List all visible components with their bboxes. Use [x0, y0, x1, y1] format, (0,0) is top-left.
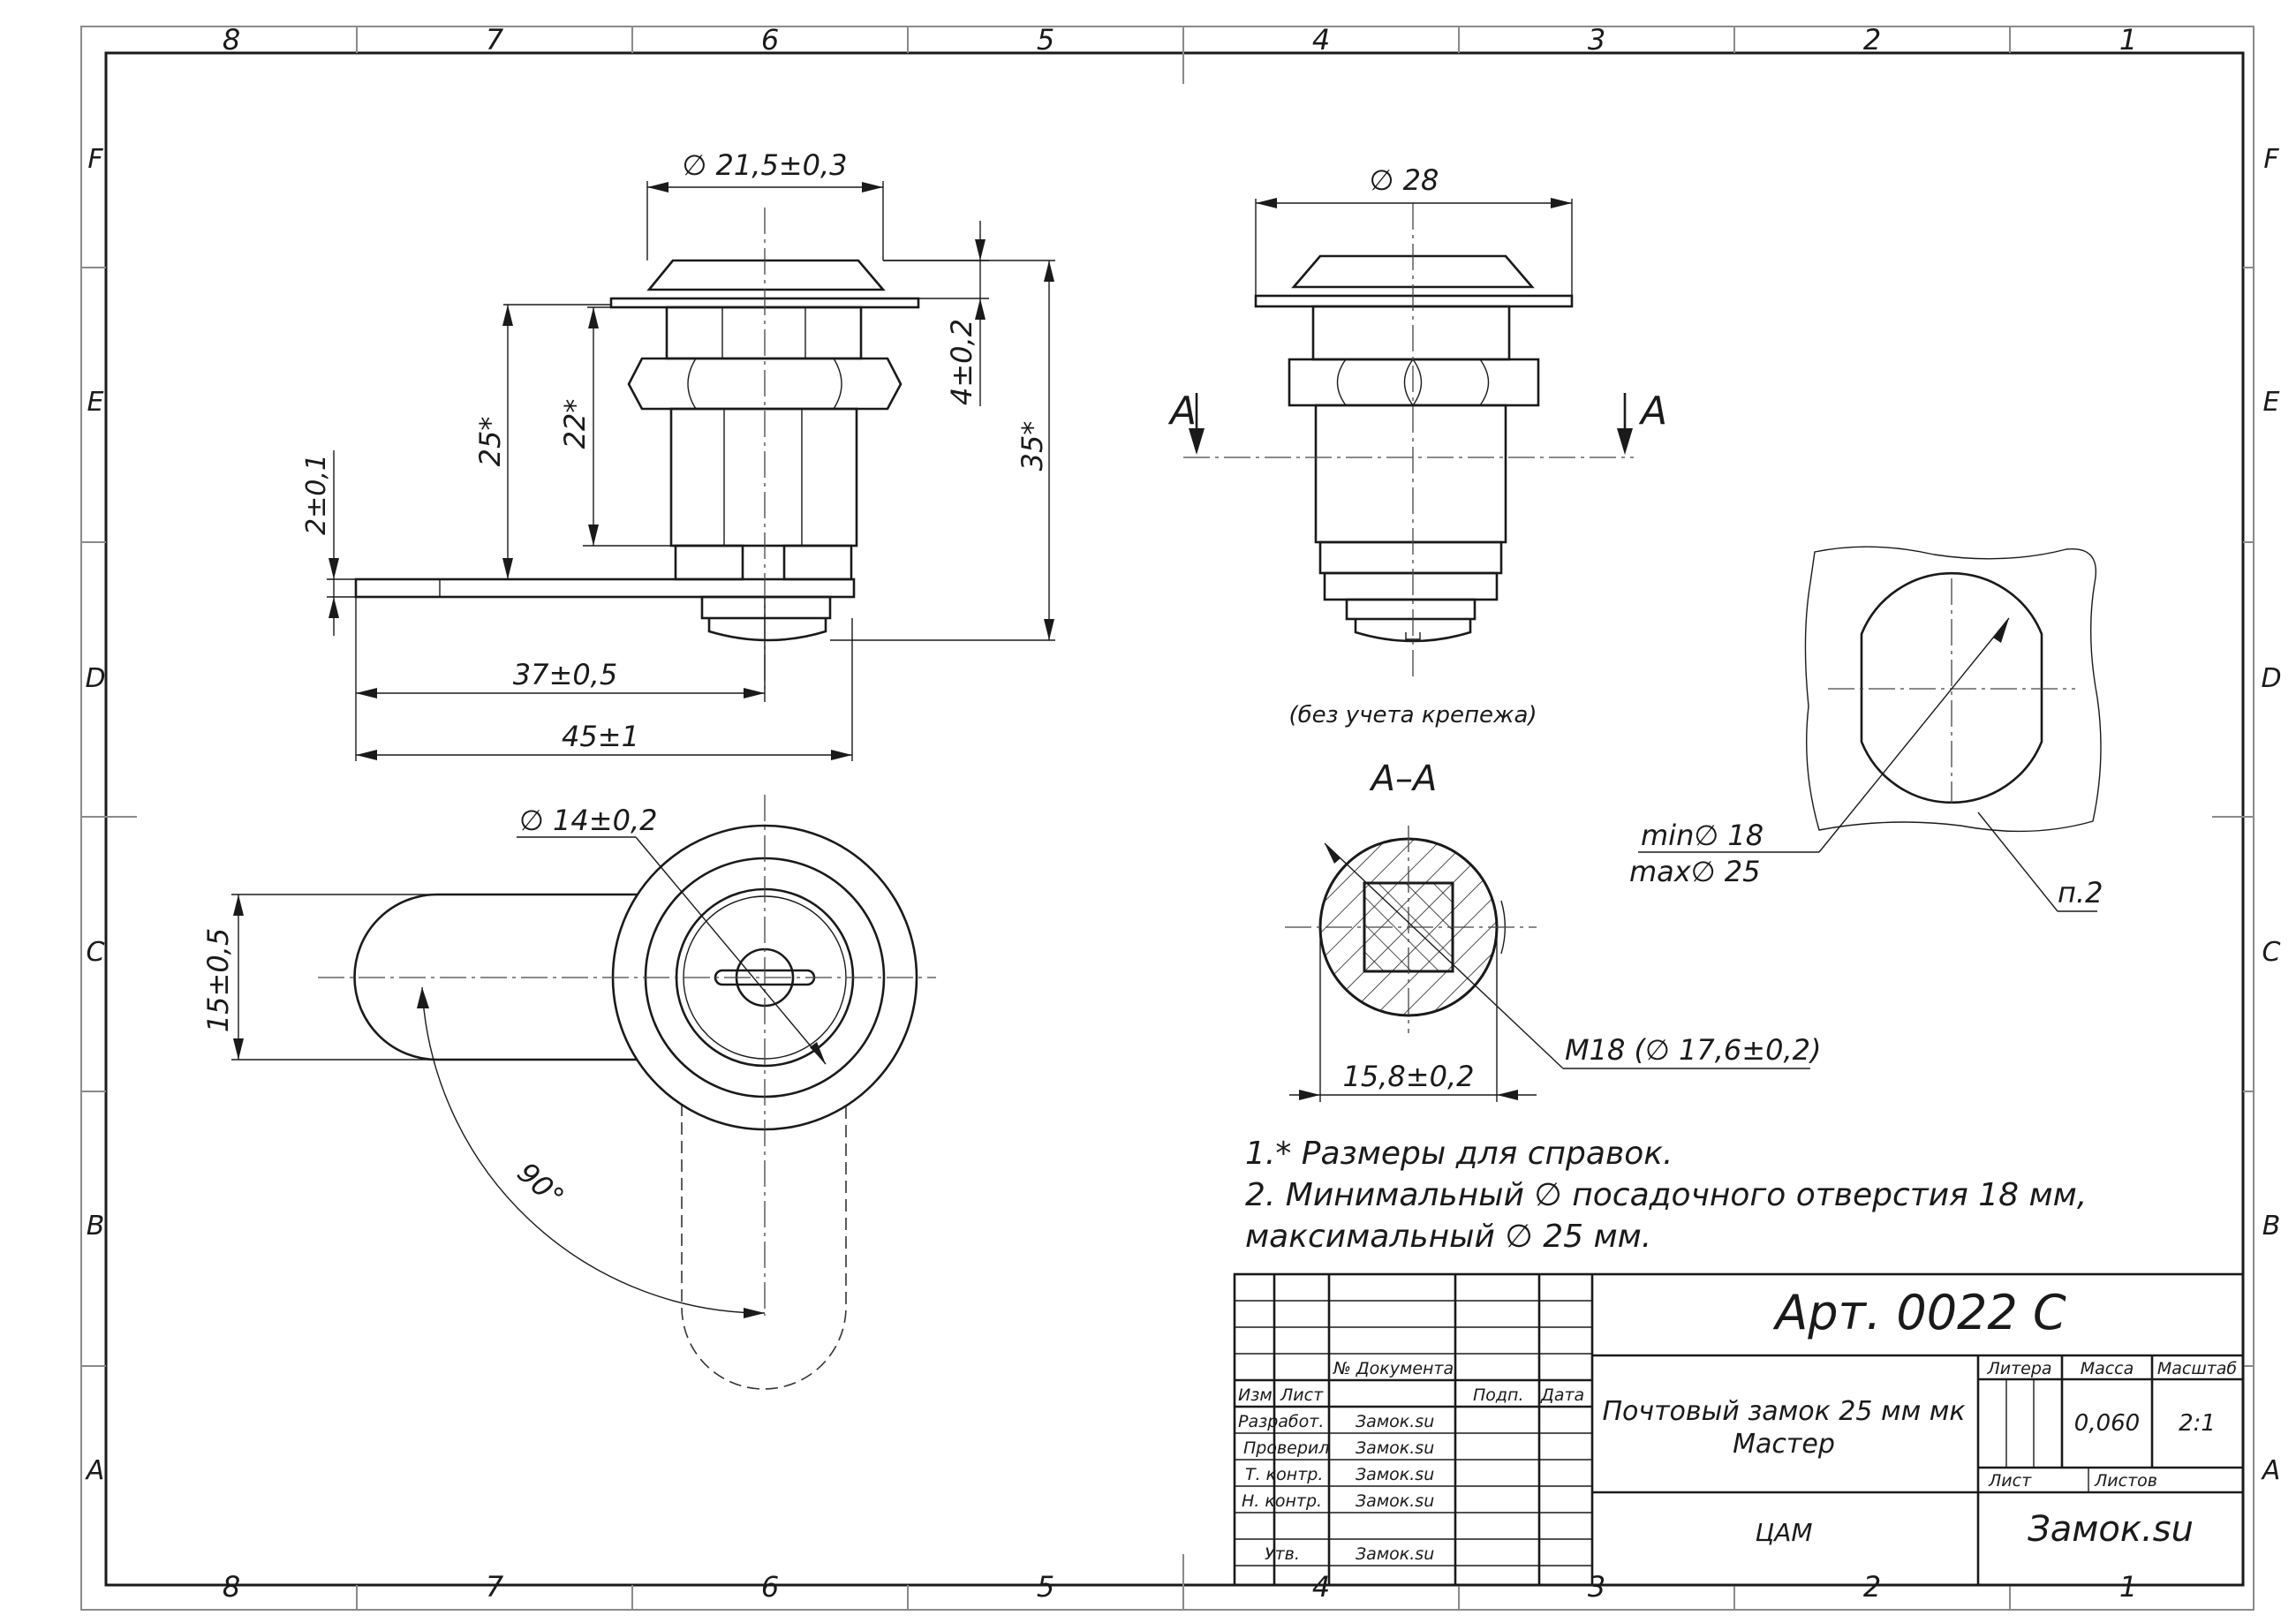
side-view-dimensions: ∅ 21,5±0,3 25* 22* 4±0,2 35* 2±0,1: [301, 148, 1055, 761]
dim-length-37: 37±0,5: [513, 658, 617, 691]
zone-row-right-e: E: [2263, 387, 2280, 418]
dim-flange-diameter: ∅ 21,5±0,3: [683, 148, 848, 182]
label-data: Дата: [1540, 1385, 1584, 1405]
plan-view: ∅ 14±0,2 15±0,5 90°: [201, 795, 936, 1390]
dim-max-diameter: max∅ 25: [1629, 855, 1760, 888]
row-role-3: Н. контр.: [1242, 1491, 1322, 1511]
label-podp: Подп.: [1473, 1385, 1524, 1405]
zone-col-top-4: 4: [1312, 23, 1330, 57]
ref-clause-2: п.2: [2058, 876, 2103, 910]
dim-thickness-2: 2±0,1: [301, 454, 332, 535]
title-company: Замок.su: [2028, 1509, 2194, 1550]
zone-row-right-b: B: [2262, 1211, 2281, 1242]
row-role-0: Разработ.: [1238, 1412, 1324, 1431]
title-organization: ЦАМ: [1755, 1518, 1812, 1547]
zone-col-top-1: 1: [2119, 23, 2137, 57]
note-no-fasteners: (без учета крепежа): [1288, 702, 1537, 728]
row-name-1: Замок.su: [1356, 1438, 1434, 1458]
row-role-5: Утв.: [1265, 1544, 1300, 1564]
dim-height-35: 35*: [1016, 421, 1049, 472]
dim-angle-90: 90°: [511, 1156, 571, 1214]
title-article: Арт. 0022 С: [1772, 1285, 2066, 1340]
zone-col-bottom-4: 4: [1312, 1570, 1330, 1604]
value-scale: 2:1: [2179, 1410, 2216, 1437]
note-1: 1.* Размеры для справок.: [1245, 1136, 1673, 1172]
side-view: [354, 208, 920, 689]
label-list: Лист: [1280, 1385, 1324, 1405]
zone-row-left-a: A: [85, 1455, 105, 1486]
section-mark-left: A: [1167, 389, 1197, 434]
dim-width-15-8: 15,8±0,2: [1343, 1060, 1475, 1093]
title-block: Арт. 0022 С Почтовый замок 25 мм мк Маст…: [1233, 1272, 2245, 1587]
zone-row-left-f: F: [87, 144, 103, 175]
label-sheet: Лист: [1988, 1471, 2032, 1491]
dim-width-15: 15±0,5: [201, 928, 235, 1032]
note-3: максимальный ∅ 25 мм.: [1245, 1219, 1651, 1255]
zone-row-left-c: C: [87, 937, 105, 968]
zone-col-bottom-7: 7: [486, 1570, 504, 1604]
zone-col-bottom-1: 1: [2119, 1570, 2137, 1604]
zone-col-bottom-2: 2: [1863, 1570, 1881, 1604]
zone-col-top-7: 7: [486, 23, 504, 57]
dim-min-diameter: min∅ 18: [1641, 819, 1764, 852]
dim-thread-m18: M18 (∅ 17,6±0,2): [1565, 1033, 1821, 1067]
section-title: A–A: [1369, 759, 1438, 799]
dim-length-45: 45±1: [562, 720, 639, 753]
mounting-hole-detail: min∅ 18 max∅ 25 п.2: [1629, 546, 2103, 912]
label-litera: Литера: [1986, 1359, 2051, 1378]
section-mark-right: A: [1638, 389, 1667, 434]
label-mass: Масса: [2081, 1359, 2134, 1378]
zone-col-bottom-3: 3: [1588, 1570, 1605, 1604]
row-name-5: Замок.su: [1356, 1544, 1434, 1564]
zone-col-top-8: 8: [223, 23, 240, 57]
zone-col-bottom-8: 8: [223, 1570, 240, 1604]
zone-col-top-5: 5: [1037, 23, 1054, 57]
label-doc-no: № Документа: [1333, 1359, 1454, 1378]
label-sheets: Листов: [2094, 1471, 2157, 1491]
zone-row-left-b: B: [87, 1211, 105, 1242]
sheet-frame: 8 7 6 5 4 3 2 1 8 7 6 5 4 3 2 1 F E D C …: [80, 23, 2282, 1611]
zone-col-bottom-5: 5: [1037, 1570, 1054, 1604]
row-name-2: Замок.su: [1356, 1465, 1434, 1484]
label-scale: Масштаб: [2157, 1359, 2238, 1378]
zone-col-top-6: 6: [761, 23, 779, 57]
zone-col-bottom-6: 6: [761, 1570, 779, 1604]
label-izm: Изм.: [1238, 1385, 1278, 1405]
dim-diameter-28: ∅ 28: [1370, 163, 1439, 197]
dim-height-4: 4±0,2: [945, 319, 978, 405]
title-name-line2: Мастер: [1733, 1429, 1835, 1460]
dim-diameter-14: ∅ 14±0,2: [519, 804, 657, 837]
note-2: 2. Минимальный ∅ посадочного отверстия 1…: [1245, 1177, 2087, 1213]
title-name-line1: Почтовый замок 25 мм мк: [1602, 1396, 1965, 1427]
row-name-3: Замок.su: [1356, 1491, 1434, 1511]
dim-height-22: 22*: [558, 399, 592, 449]
value-mass: 0,060: [2074, 1410, 2140, 1437]
notes: 1.* Размеры для справок. 2. Минимальный …: [1245, 1136, 2087, 1255]
zone-col-top-2: 2: [1863, 23, 1881, 57]
front-view: A A ∅ 28 (без учета крепежа): [1167, 163, 1667, 728]
row-role-1: Проверил: [1243, 1438, 1329, 1458]
zone-row-right-c: C: [2262, 937, 2281, 968]
zone-row-right-d: D: [2261, 663, 2281, 694]
row-name-0: Замок.su: [1356, 1412, 1434, 1431]
section-a-a: A–A 15,8±0,2 M18 (∅ 17,6±0,2): [1285, 759, 1821, 1102]
dim-height-25: 25*: [473, 417, 507, 467]
zone-col-top-3: 3: [1588, 23, 1605, 57]
zone-row-left-d: D: [85, 663, 105, 694]
zone-row-right-f: F: [2263, 144, 2279, 175]
row-role-2: Т. контр.: [1245, 1465, 1323, 1484]
zone-row-left-e: E: [87, 387, 104, 418]
zone-row-right-a: A: [2261, 1455, 2281, 1486]
